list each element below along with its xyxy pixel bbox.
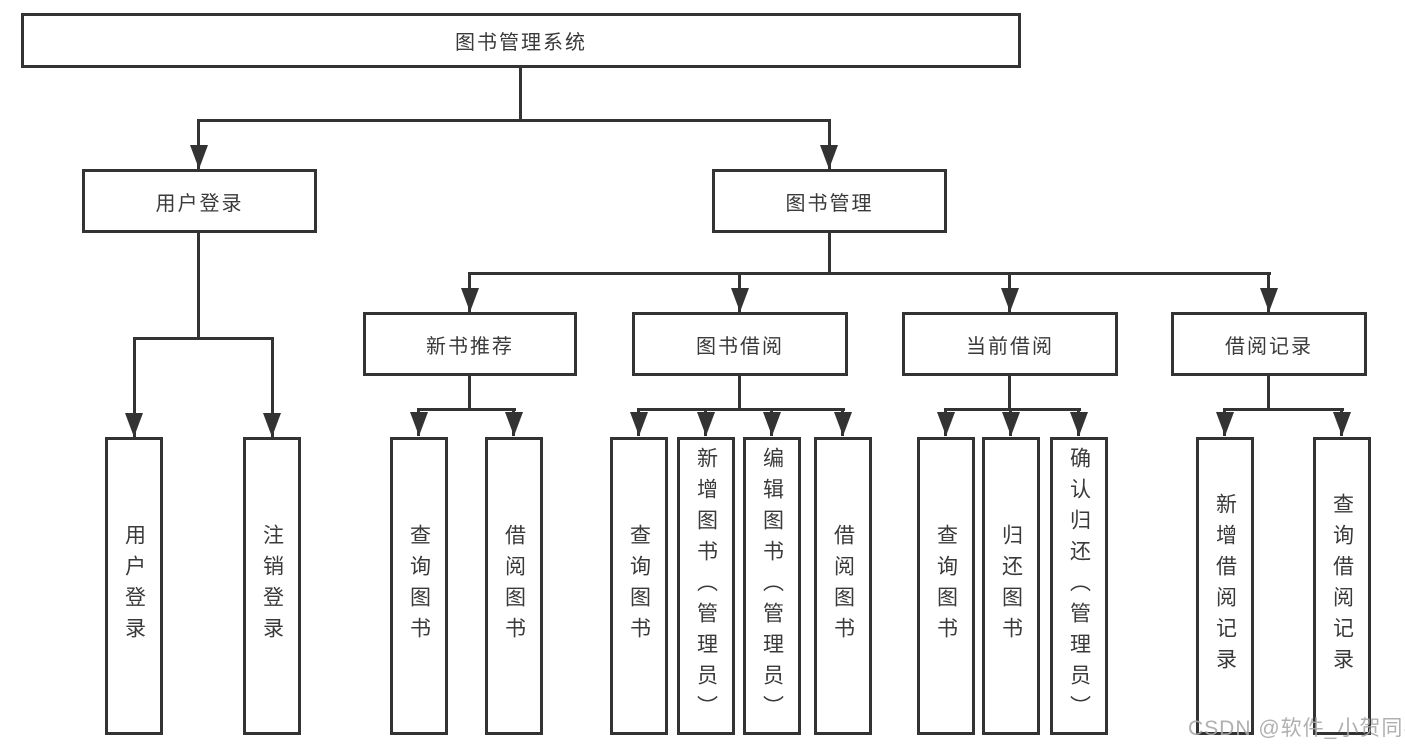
connector-line bbox=[197, 119, 200, 169]
arrowhead-icon bbox=[731, 288, 749, 312]
node-user-login: 用户登录 bbox=[82, 169, 317, 233]
arrowhead-icon bbox=[190, 145, 208, 169]
leaf-recommend-query-books: 查询图书 bbox=[390, 437, 448, 735]
connector-line bbox=[637, 408, 845, 411]
arrowhead-icon bbox=[1333, 412, 1351, 436]
arrowhead-icon bbox=[125, 413, 143, 437]
connector-line bbox=[519, 68, 522, 119]
connector-line bbox=[197, 233, 200, 337]
leaf-current-confirm-return-admin: 确认归还（管理员） bbox=[1050, 437, 1108, 735]
node-new-book-recommend: 新书推荐 bbox=[363, 312, 577, 376]
node-book-management: 图书管理 bbox=[712, 169, 947, 233]
leaf-borrow-borrow-books: 借阅图书 bbox=[814, 437, 872, 735]
leaf-user-login: 用户登录 bbox=[105, 437, 163, 735]
arrowhead-icon bbox=[505, 412, 523, 436]
csdn-watermark: CSDN @软件_小贺同学 bbox=[1188, 717, 1405, 740]
arrowhead-icon bbox=[763, 412, 781, 436]
leaf-borrow-query-books: 查询图书 bbox=[610, 437, 668, 735]
connector-line bbox=[828, 119, 831, 169]
arrowhead-icon bbox=[461, 288, 479, 312]
connector-line bbox=[944, 408, 1081, 411]
arrowhead-icon bbox=[1002, 412, 1020, 436]
arrowhead-icon bbox=[834, 412, 852, 436]
arrowhead-icon bbox=[630, 412, 648, 436]
leaf-borrow-edit-books-admin: 编辑图书（管理员） bbox=[743, 437, 801, 735]
connector-line bbox=[1008, 376, 1011, 408]
leaf-recommend-borrow-books: 借阅图书 bbox=[485, 437, 543, 735]
leaf-logout: 注销登录 bbox=[243, 437, 301, 735]
connector-line bbox=[828, 233, 831, 272]
arrowhead-icon bbox=[1001, 288, 1019, 312]
leaf-borrow-add-books-admin: 新增图书（管理员） bbox=[677, 437, 735, 735]
connector-line bbox=[133, 337, 274, 340]
node-borrow-records: 借阅记录 bbox=[1171, 312, 1367, 376]
leaf-current-return-books: 归还图书 bbox=[982, 437, 1040, 735]
connector-line bbox=[271, 337, 274, 437]
arrowhead-icon bbox=[1260, 288, 1278, 312]
leaf-current-query-books: 查询图书 bbox=[917, 437, 975, 735]
arrowhead-icon bbox=[697, 412, 715, 436]
leaf-records-query-record: 查询借阅记录 bbox=[1313, 437, 1371, 735]
arrowhead-icon bbox=[937, 412, 955, 436]
leaf-records-add-record: 新增借阅记录 bbox=[1196, 437, 1254, 735]
connector-line bbox=[1267, 376, 1270, 408]
node-book-borrow: 图书借阅 bbox=[632, 312, 848, 376]
connector-line bbox=[417, 408, 516, 411]
arrowhead-icon bbox=[820, 145, 838, 169]
connector-line bbox=[468, 272, 1271, 275]
arrowhead-icon bbox=[1216, 412, 1234, 436]
arrowhead-icon bbox=[263, 413, 281, 437]
node-current-borrow: 当前借阅 bbox=[902, 312, 1118, 376]
arrowhead-icon bbox=[410, 412, 428, 436]
node-library-management-system: 图书管理系统 bbox=[21, 13, 1021, 68]
connector-line bbox=[198, 119, 831, 122]
connector-line bbox=[133, 337, 136, 437]
arrowhead-icon bbox=[1070, 412, 1088, 436]
connector-line bbox=[468, 376, 471, 408]
connector-line bbox=[1223, 408, 1344, 411]
connector-line bbox=[738, 376, 741, 408]
